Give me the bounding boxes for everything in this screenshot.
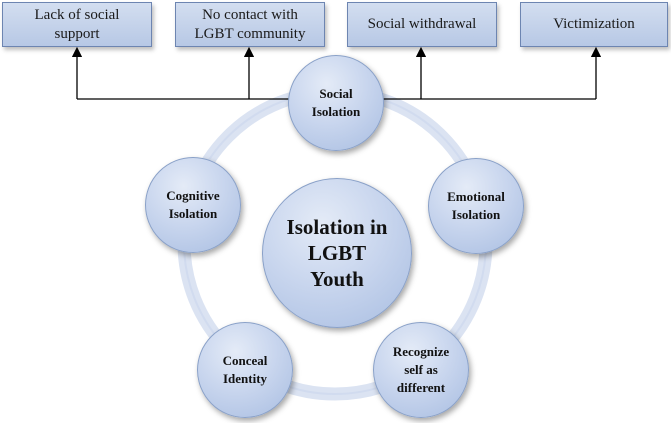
box-victimization: Victimization xyxy=(520,2,668,47)
node-social-isolation: Social Isolation xyxy=(288,55,384,151)
node-recognize-self-as-different: Recognize self as different xyxy=(373,322,469,418)
center-node-isolation-lgbt-youth: Isolation in LGBT Youth xyxy=(262,178,412,328)
box-social-withdrawal: Social withdrawal xyxy=(347,2,497,47)
node-emotional-isolation: Emotional Isolation xyxy=(428,158,524,254)
box-lack-of-social-support: Lack of social support xyxy=(2,2,152,47)
node-conceal-identity: Conceal Identity xyxy=(197,322,293,418)
box-no-contact-lgbt-community: No contact with LGBT community xyxy=(175,2,325,47)
node-cognitive-isolation: Cognitive Isolation xyxy=(145,157,241,253)
